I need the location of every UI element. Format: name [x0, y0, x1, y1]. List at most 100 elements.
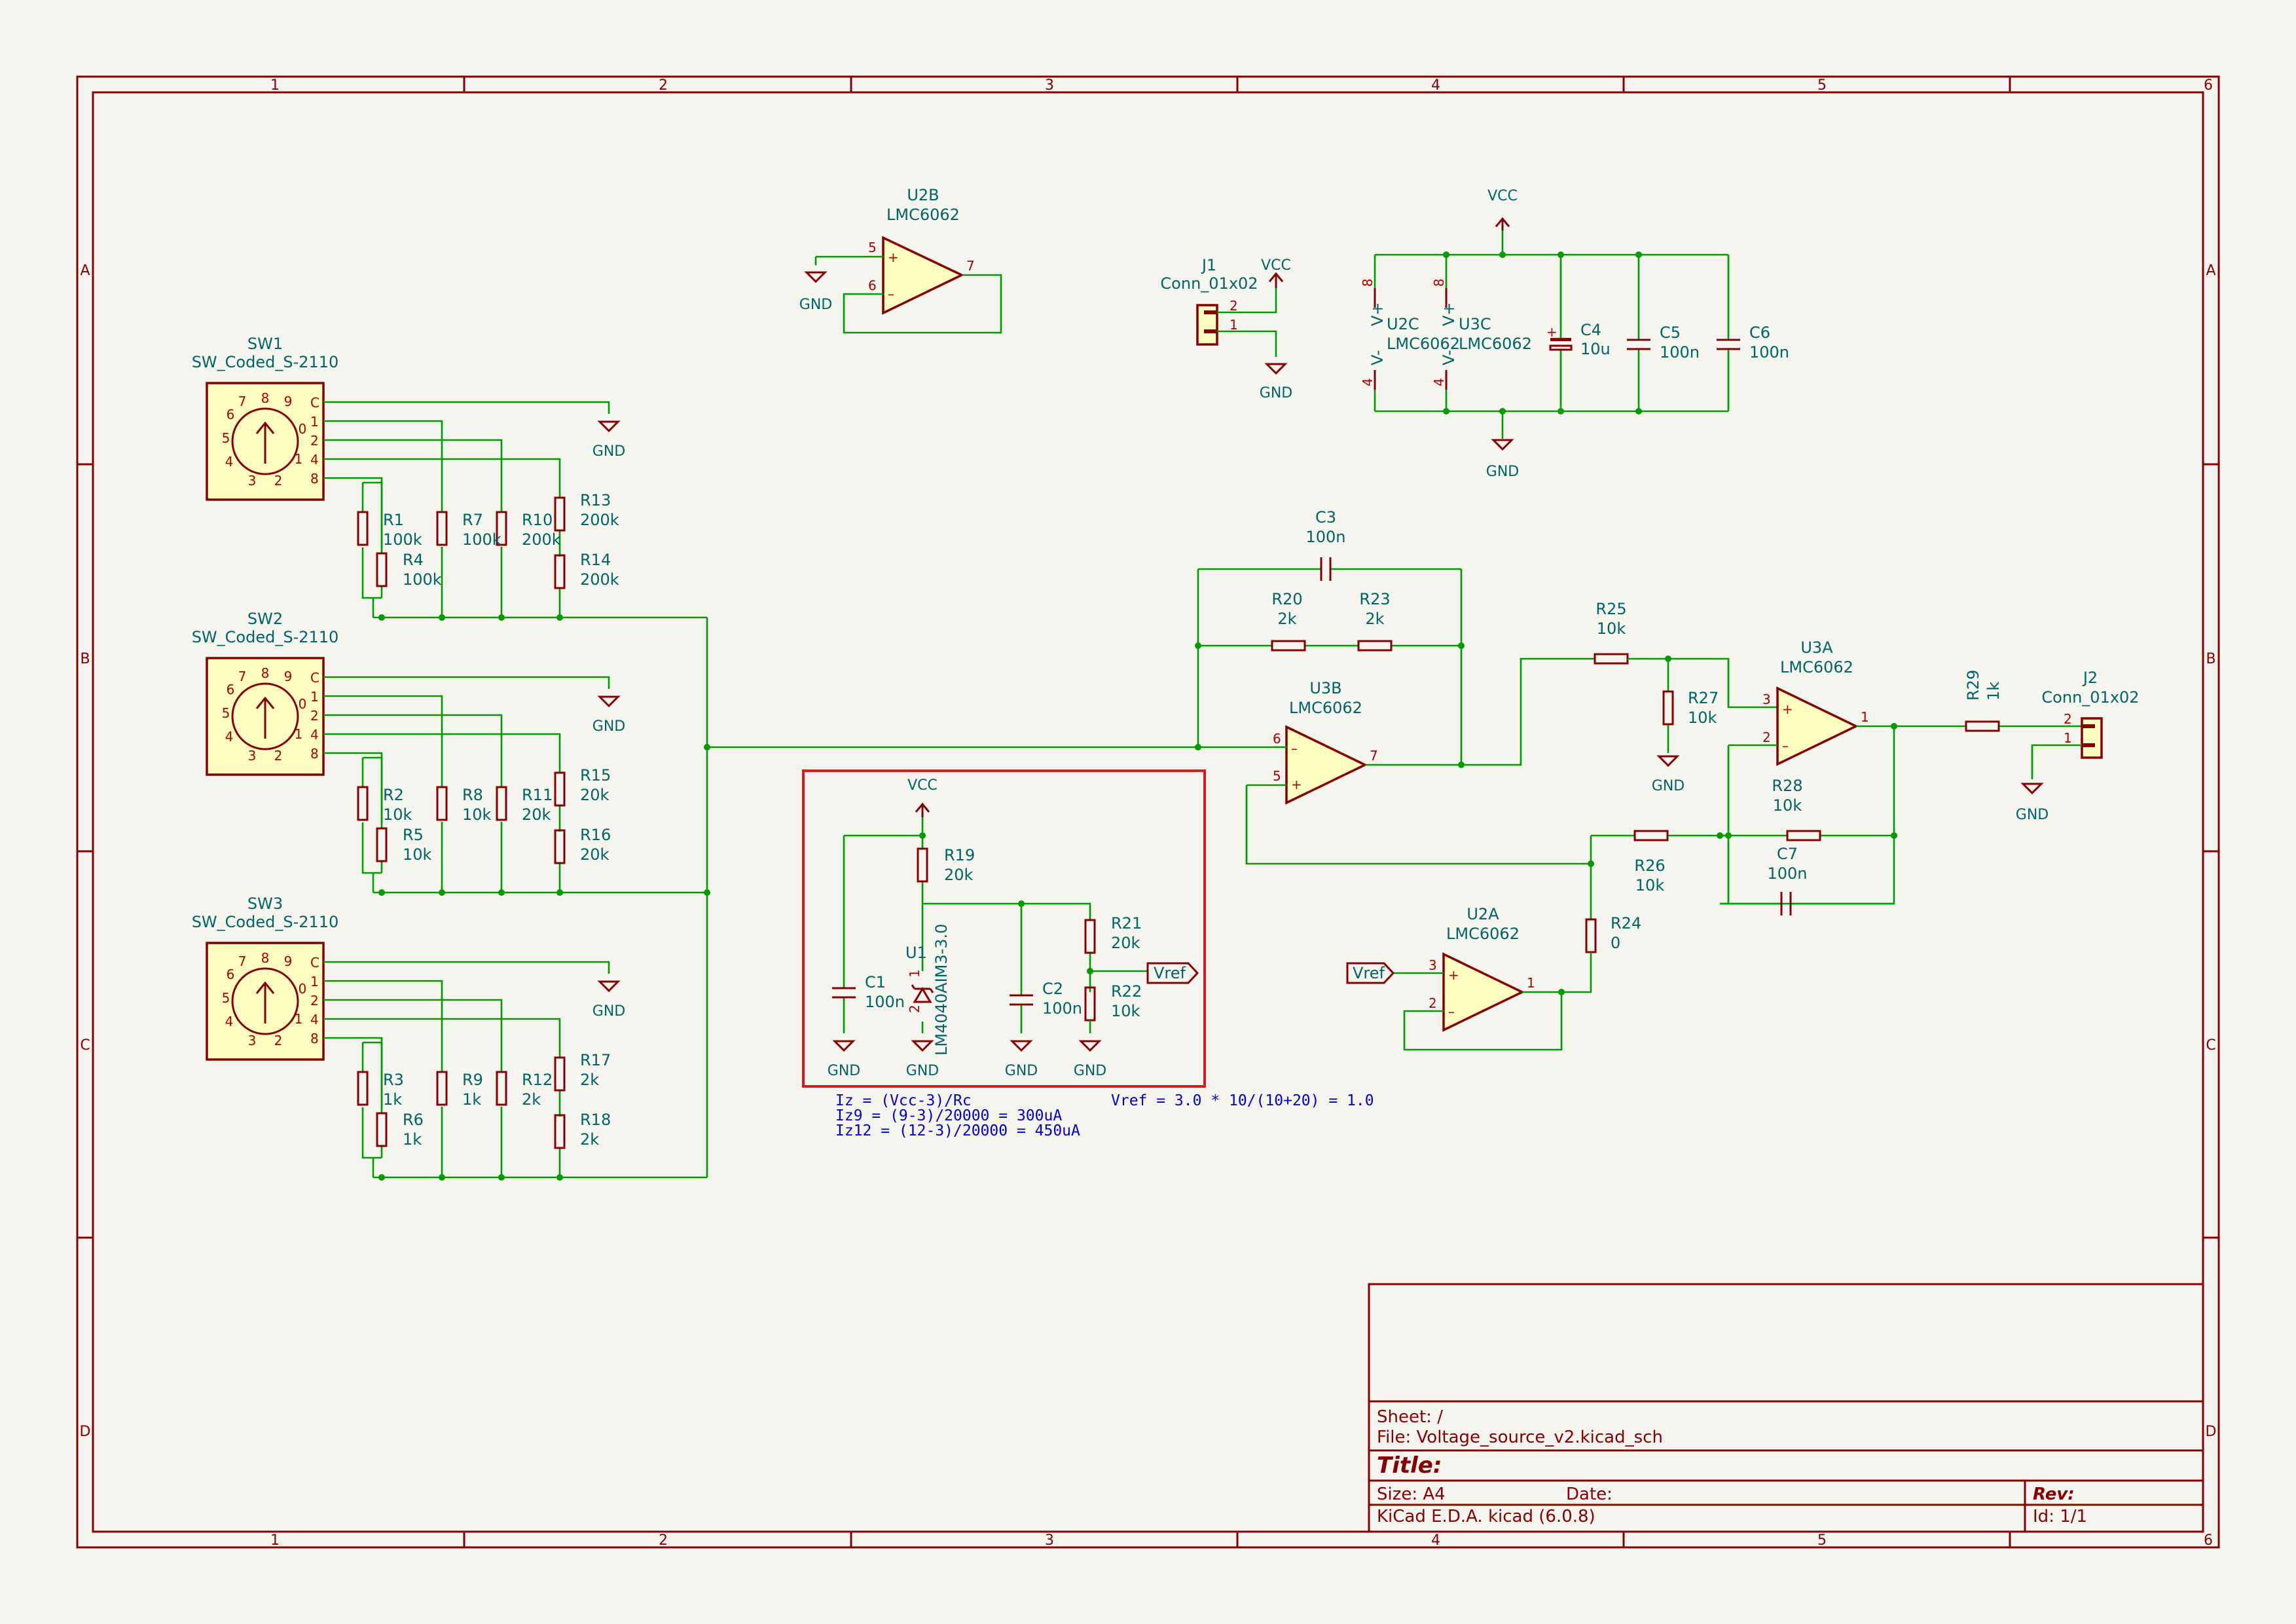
r4-body — [376, 552, 388, 587]
j2-pin1: 1 — [2064, 730, 2072, 746]
note-iz12: Iz12 = (12-3)/20000 = 450uA — [835, 1122, 1080, 1139]
r12-value: 2k — [522, 1090, 541, 1109]
r26-ref: R26 — [1634, 857, 1665, 875]
r16-value: 20k — [580, 845, 610, 864]
zone-y-D: D — [80, 1424, 91, 1440]
sheet-frame — [76, 75, 2220, 1549]
c7-ref: C7 — [1777, 845, 1798, 863]
u3b-minus-sign: – — [1291, 741, 1298, 756]
r9-value: 1k — [462, 1090, 481, 1109]
sw1-digit-6: 6 — [227, 407, 235, 422]
u3a-pin-plus: 3 — [1762, 692, 1771, 707]
r17-body — [554, 1056, 566, 1092]
c6-ref: C6 — [1749, 323, 1770, 342]
zone-y-B: B — [80, 651, 90, 667]
r27-value: 10k — [1688, 709, 1717, 727]
zone-x-3: 3 — [1045, 77, 1054, 94]
u3c-vplus: V+ — [1440, 302, 1458, 326]
r3-ref: R3 — [383, 1071, 404, 1089]
u3b-pin-out: 7 — [1370, 748, 1378, 764]
sw3-digit-3: 3 — [248, 1033, 257, 1048]
r5-ref: R5 — [403, 826, 424, 844]
opamp-u2a-stage: R24 0 U2A LMC6062 + – 3 2 1 Vref — [1346, 905, 1641, 1051]
r1-body — [357, 511, 369, 546]
gnd-icon — [1264, 363, 1288, 375]
vcc-icon — [1495, 217, 1510, 231]
sw1-digit-7: 7 — [238, 394, 247, 409]
zone-x-4-bottom: 4 — [1431, 1532, 1440, 1549]
u2b-value: LMC6062 — [886, 206, 960, 224]
sw2-digit-0: 0 — [299, 696, 307, 712]
sw3-pin-8: 8 — [310, 1031, 319, 1046]
r6-value: 1k — [403, 1130, 422, 1149]
c6-value: 100n — [1749, 343, 1789, 361]
u3c-value: LMC6062 — [1459, 335, 1532, 353]
r10-ref: R10 — [522, 511, 553, 529]
u3c-pin-vminus: 4 — [1431, 378, 1447, 386]
sw3-digit-0: 0 — [299, 981, 307, 997]
j1-vcc-label: VCC — [1261, 257, 1291, 274]
u2b-ref: U2B — [907, 186, 939, 204]
sw3-pin-1: 1 — [310, 974, 319, 989]
zone-y-B-right: B — [2206, 651, 2215, 667]
zone-y-C: C — [80, 1037, 90, 1054]
zone-x-5-bottom: 5 — [1817, 1532, 1827, 1549]
voltage-reference-block: VCC C1 100n R19 20k C2 100n R21 20k R22 … — [802, 769, 1206, 1088]
sw2-digit-8: 8 — [261, 665, 270, 681]
rotary-switch-sw1: SW1 SW_Coded_S-2110 8 7 9 0 1 2 3 4 5 6 … — [192, 335, 338, 501]
r23-ref: R23 — [1359, 590, 1390, 608]
r4-ref: R4 — [403, 551, 424, 569]
r5-value: 10k — [403, 845, 432, 864]
sw1-digit-2: 2 — [274, 473, 283, 489]
c1-gnd-label: GND — [828, 1063, 860, 1079]
u2b-plus-sign: + — [888, 249, 899, 265]
sw3-digit-9: 9 — [284, 953, 293, 969]
switch-resistor-labels: R1 100k R4 100k R7 100k R10 200k R13 200… — [383, 491, 619, 1149]
r7-ref: R7 — [462, 511, 483, 529]
r10-value: 200k — [522, 530, 561, 549]
u1-pin2: 2 — [907, 1005, 922, 1013]
sw2-digit-5: 5 — [222, 705, 230, 721]
sw2-digit-1: 1 — [295, 726, 303, 742]
u2c-pin-vminus: 4 — [1360, 378, 1376, 386]
gnd-icon — [597, 420, 621, 433]
title-block: Sheet: / File: Voltage_source_v2.kicad_s… — [1368, 1283, 2204, 1533]
r12-ref: R12 — [522, 1071, 553, 1089]
r17-value: 2k — [580, 1071, 599, 1089]
opamp-u3a-stage: R25 10k R27 10k GND U3A LMC6062 + – 3 2 … — [1590, 600, 2140, 919]
sw3-digit-2: 2 — [274, 1033, 283, 1048]
zone-x-1-bottom: 1 — [270, 1532, 280, 1549]
zone-labels: 1 2 3 4 5 6 1 2 3 4 5 6 A B C D A B C D — [80, 77, 2217, 1549]
opamp-u3b-stage: C3 100n R20 2k R23 2k U3B LMC6062 – + 6 … — [1197, 508, 1595, 865]
r3-value: 1k — [383, 1090, 402, 1109]
c5-ref: C5 — [1660, 323, 1681, 342]
u2a-ref: U2A — [1467, 905, 1499, 923]
r24-ref: R24 — [1611, 914, 1641, 932]
c3-ref: C3 — [1315, 508, 1336, 526]
title-block-id: Id: 1/1 — [2033, 1507, 2087, 1526]
r5-body — [376, 827, 388, 862]
u2a-pin-out: 1 — [1527, 975, 1535, 991]
u3b-ref: U3B — [1309, 679, 1341, 697]
sw2-digit-9: 9 — [284, 669, 293, 684]
u2c-pin-vplus: 8 — [1360, 278, 1376, 287]
r14-body — [554, 554, 566, 589]
u1-ref: U1 — [905, 944, 927, 962]
opamp-u2b: U2B LMC6062 + – 5 6 7 GND — [799, 186, 1002, 334]
u2a-pin-minus: 2 — [1429, 995, 1437, 1011]
zone-y-D-right: D — [2206, 1424, 2217, 1440]
c2-ref: C2 — [1042, 980, 1063, 998]
r13-body — [554, 496, 566, 532]
u3b-value: LMC6062 — [1289, 699, 1362, 717]
r9-ref: R9 — [462, 1071, 483, 1089]
switch-wiring — [323, 401, 1276, 1179]
sw2-digit-4: 4 — [225, 729, 234, 745]
u1-pin1: 1 — [907, 969, 922, 978]
r8-value: 10k — [462, 805, 492, 824]
sw2-pin-c: C — [310, 670, 319, 686]
r16-ref: R16 — [580, 826, 611, 844]
c2-value: 100n — [1042, 999, 1082, 1018]
r21-ref: R21 — [1111, 914, 1142, 932]
r27-gnd-label: GND — [1652, 778, 1685, 794]
u3a-plus-sign: + — [1782, 701, 1793, 717]
